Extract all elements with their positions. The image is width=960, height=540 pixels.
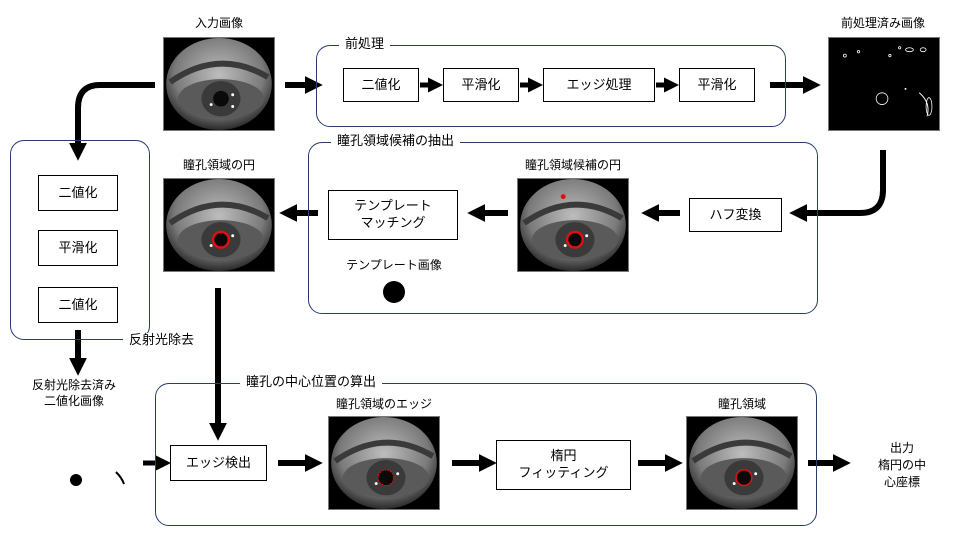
label-reflection-output: 反射光除去済み 二値化画像 xyxy=(31,378,117,408)
label-candidate-circle: 瞳孔領域候補の円 xyxy=(524,158,622,172)
edge-detect-box: エッジ検出 xyxy=(170,445,267,481)
eye-image-region xyxy=(687,417,797,509)
pre-smooth2-box: 平滑化 xyxy=(679,68,755,102)
template-matching-box: テンプレート マッチング xyxy=(328,190,458,240)
pupil-edge-panel xyxy=(328,416,440,510)
hough-box: ハフ変換 xyxy=(689,198,782,232)
pupil-circle-panel xyxy=(163,178,275,272)
group-candidate-extraction: 瞳孔領域候補の抽出 xyxy=(308,134,818,314)
ref-smooth-box: 平滑化 xyxy=(38,230,118,266)
group-center-title: 瞳孔の中心位置の算出 xyxy=(240,375,383,391)
label-preprocessed-image: 前処理済み画像 xyxy=(840,16,926,30)
label-template-image: テンプレート画像 xyxy=(346,258,442,272)
group-reflection-removal: 反射光除去 xyxy=(10,140,201,349)
pupil-region-panel xyxy=(686,416,798,510)
label-pupil-circle: 瞳孔領域の円 xyxy=(182,158,256,172)
pre-smooth1-box: 平滑化 xyxy=(443,68,519,102)
candidate-circle-panel xyxy=(517,178,629,272)
edge-image xyxy=(829,38,939,130)
group-preprocess-title: 前処理 xyxy=(339,37,391,53)
pre-edge-box: エッジ処理 xyxy=(543,68,655,102)
ref-binarize2-box: 二値化 xyxy=(38,287,118,323)
label-output: 出力 楕円の中心座標 xyxy=(877,441,926,489)
input-image-panel xyxy=(163,37,275,131)
ellipse-fit-box: 楕円 フィッティング xyxy=(496,440,631,490)
ref-binarize1-box: 二値化 xyxy=(38,175,118,211)
eye-image-candidates xyxy=(518,179,628,271)
label-pupil-region: 瞳孔領域 xyxy=(717,397,767,411)
group-candidate-title: 瞳孔領域候補の抽出 xyxy=(331,134,461,150)
label-pupil-edge: 瞳孔領域のエッジ xyxy=(335,397,433,411)
group-center-calc: 瞳孔の中心位置の算出 xyxy=(155,375,817,526)
label-input-image: 入力画像 xyxy=(194,16,244,30)
group-preprocess: 前処理 xyxy=(316,37,786,127)
pre-binarize-box: 二値化 xyxy=(343,68,419,102)
eye-image-circle xyxy=(164,179,274,271)
eye-image xyxy=(164,38,274,130)
template-dot xyxy=(383,281,405,303)
eye-image-edge xyxy=(329,417,439,509)
binary-image xyxy=(70,471,125,486)
preprocessed-image-panel xyxy=(828,37,940,131)
group-reflection-title: 反射光除去 xyxy=(123,333,201,349)
